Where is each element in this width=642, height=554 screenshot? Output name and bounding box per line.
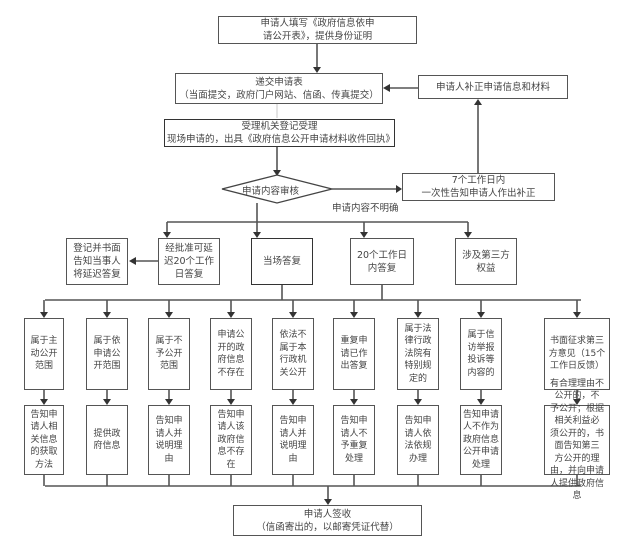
- arrow-down-icon: [103, 399, 111, 405]
- condition-node: 依法不 属于本 行政机 关公开: [272, 318, 314, 390]
- arrow-down-icon: [573, 312, 581, 318]
- onsite-reply-node: 当场答复: [251, 238, 313, 285]
- arrow-left-icon: [129, 257, 136, 265]
- arrow-down-icon: [227, 399, 235, 405]
- extend-node: 经批准可延 迟20个工作 日答复: [158, 238, 220, 285]
- arrow-right-icon: [396, 185, 402, 193]
- arrow-down-icon: [477, 312, 485, 318]
- arrow-down-icon: [273, 170, 281, 176]
- arrow-down-icon: [163, 232, 171, 238]
- result-node: 告知申 请人依 法依规 办理: [397, 405, 439, 475]
- unclear-label: 申请内容不明确: [332, 203, 399, 214]
- arrow-down-icon: [165, 399, 173, 405]
- notify-correction-node: 7个工作日内 一次性告知申请人作出补正: [402, 173, 555, 201]
- arrow-down-icon: [414, 312, 422, 318]
- arrow-left-icon: [383, 84, 390, 92]
- arrow-down-icon: [165, 312, 173, 318]
- arrow-down-icon: [227, 312, 235, 318]
- register-node: 受理机关登记受理 现场申请的，出具《政府信息公开申请材料收件回执》: [164, 119, 395, 147]
- result-node: 告知申 请人不 予重复 处理: [333, 405, 375, 475]
- arrow-down-icon: [414, 399, 422, 405]
- review-diamond: [221, 174, 333, 204]
- result-node: 告知申 请人该 政府信 息不存 在: [210, 405, 252, 475]
- submit-form-node: 递交申请表 （当面提交，政府门户网站、信函、传真提交）: [175, 73, 383, 104]
- third-party-node: 涉及第三方 权益: [455, 238, 517, 285]
- arrow-up-icon: [474, 99, 482, 105]
- register-delay-node: 登记并书面 告知当事人 将延迟答复: [66, 238, 128, 285]
- arrow-down-icon: [350, 399, 358, 405]
- result-node: 告知申 请人并 说明理 由: [148, 405, 190, 475]
- review-label: 申请内容审核: [242, 186, 300, 197]
- arrow-down-icon: [313, 67, 321, 73]
- arrow-down-icon: [350, 312, 358, 318]
- arrow-down-icon: [477, 399, 485, 405]
- arrow-down-icon: [360, 232, 368, 238]
- supplement-node: 申请人补正申请信息和材料: [418, 75, 568, 99]
- condition-node: 属于主 动公开 范围: [24, 318, 64, 390]
- arrow-down-icon: [324, 499, 332, 505]
- result-node: 有合理理由不公开的，不 予公开；根据相关利益必 须公开的，书面告知第三 方公开的…: [544, 379, 610, 501]
- arrow-down-icon: [253, 232, 261, 238]
- result-node: 告知申请 人不作为 政府信息 公开申请 处理: [460, 405, 502, 475]
- arrow-down-icon: [40, 399, 48, 405]
- final-sign-node: 申请人签收 （信函寄出的，以邮寄凭证代替）: [233, 505, 422, 536]
- arrow-down-icon: [289, 312, 297, 318]
- arrow-down-icon: [573, 399, 581, 405]
- within-20-days-node: 20个工作日 内答复: [350, 238, 414, 285]
- result-node: 告知申 请人并 说明理 由: [272, 405, 314, 475]
- condition-node: 属于不 予公开 范围: [148, 318, 190, 390]
- condition-node: 重复申 请已作 出答复: [333, 318, 375, 390]
- arrow-down-icon: [289, 399, 297, 405]
- arrow-down-icon: [40, 312, 48, 318]
- fill-form-node: 申请人填写《政府信息依申 请公开表》，提供身份证明: [218, 16, 417, 44]
- result-node: 提供政 府信息: [86, 405, 128, 475]
- condition-node: 申请公 开的政 府信息 不存在: [210, 318, 252, 390]
- condition-node: 属于依 申请公 开范围: [86, 318, 128, 390]
- result-node: 告知申 请人相 关信息 的获取 方法: [24, 405, 64, 475]
- condition-node: 属于法 律行政 法院有 特别规 定的: [397, 318, 439, 390]
- condition-node: 书面征求第三 方意见（15个 工作日反馈）: [544, 318, 610, 390]
- arrow-down-icon: [464, 232, 472, 238]
- arrow-down-icon: [103, 312, 111, 318]
- condition-node: 属于信 访举报 投诉等 内容的: [460, 318, 502, 390]
